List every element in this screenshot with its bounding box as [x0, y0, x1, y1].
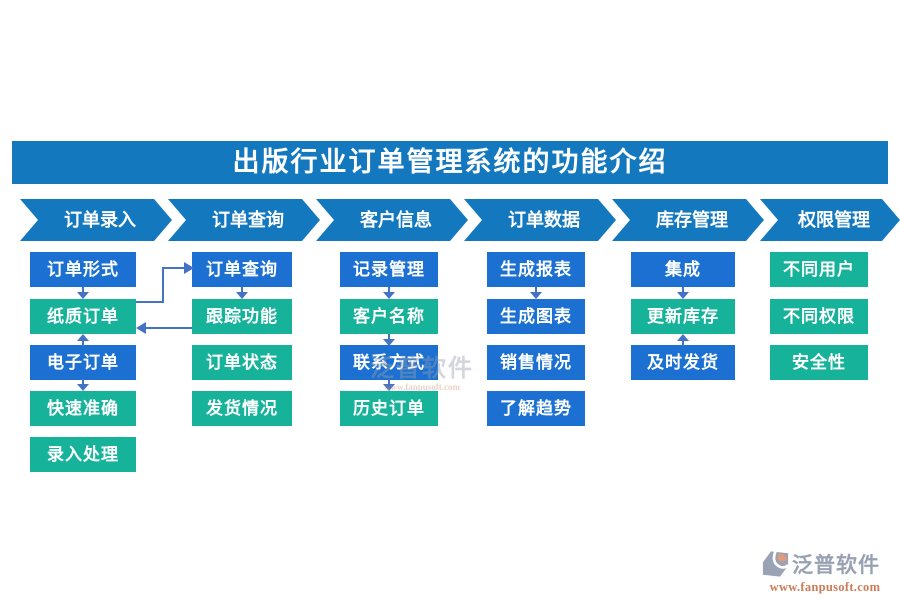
arrow-down-icon: [529, 287, 543, 299]
feature-box-order-format: 订单形式: [30, 252, 136, 287]
feature-box-electronic-order: 电子订单: [30, 345, 136, 380]
feature-box-customer-name: 客户名称: [340, 299, 438, 334]
column-header-customer-info: 客户信息: [316, 199, 468, 241]
arrow-down-icon: [76, 379, 90, 391]
column-header-inventory-mgmt: 库存管理: [612, 199, 764, 241]
feature-box-paper-order: 纸质订单: [30, 299, 136, 334]
feature-box-generate-chart: 生成图表: [487, 299, 585, 334]
feature-box-update-inventory: 更新库存: [631, 299, 735, 334]
brand-url: www.fanpusoft.com: [769, 580, 881, 594]
arrow-down-icon: [382, 287, 396, 299]
arrow-left-icon: [136, 322, 146, 334]
feature-box-tracking: 跟踪功能: [192, 299, 292, 334]
feature-box-security: 安全性: [770, 345, 868, 380]
feature-box-different-permissions: 不同权限: [770, 299, 868, 334]
feature-box-order-query: 订单查询: [192, 252, 292, 287]
brand-name: 泛普软件: [792, 554, 880, 577]
feature-box-understand-trends: 了解趋势: [487, 391, 585, 426]
fanpu-logo-icon: [762, 550, 789, 577]
brand-logo: 泛普软件 www.fanpusoft.com: [762, 549, 888, 595]
feature-box-timely-shipping: 及时发货: [631, 345, 735, 380]
feature-box-contact-info: 联系方式: [340, 345, 438, 380]
arrow-down-icon: [235, 287, 249, 299]
arrow-down-icon: [76, 287, 90, 299]
column-header-permission-mgmt: 权限管理: [760, 199, 900, 241]
feature-box-order-status: 订单状态: [192, 345, 292, 380]
column-header-order-data: 订单数据: [464, 199, 616, 241]
feature-box-history-orders: 历史订单: [340, 391, 438, 426]
feature-box-generate-report: 生成报表: [487, 252, 585, 287]
feature-box-integration: 集成: [631, 252, 735, 287]
column-header-order-query: 订单查询: [168, 199, 320, 241]
arrow-down-icon: [382, 379, 396, 391]
arrow-up-icon: [76, 334, 90, 346]
feature-box-fast-accurate: 快速准确: [30, 391, 136, 426]
feature-box-record-mgmt: 记录管理: [340, 252, 438, 287]
feature-box-entry-processing: 录入处理: [30, 437, 136, 472]
arrow-up-icon: [676, 334, 690, 346]
connector-paper-order-to-order-query: [136, 267, 184, 303]
feature-box-sales-status: 销售情况: [487, 345, 585, 380]
feature-box-different-users: 不同用户: [770, 252, 868, 287]
arrow-down-icon: [382, 334, 396, 346]
arrow-down-icon: [676, 287, 690, 299]
feature-box-shipping-status: 发货情况: [192, 391, 292, 426]
page-title: 出版行业订单管理系统的功能介绍: [12, 141, 888, 184]
column-header-order-entry: 订单录入: [20, 199, 172, 241]
